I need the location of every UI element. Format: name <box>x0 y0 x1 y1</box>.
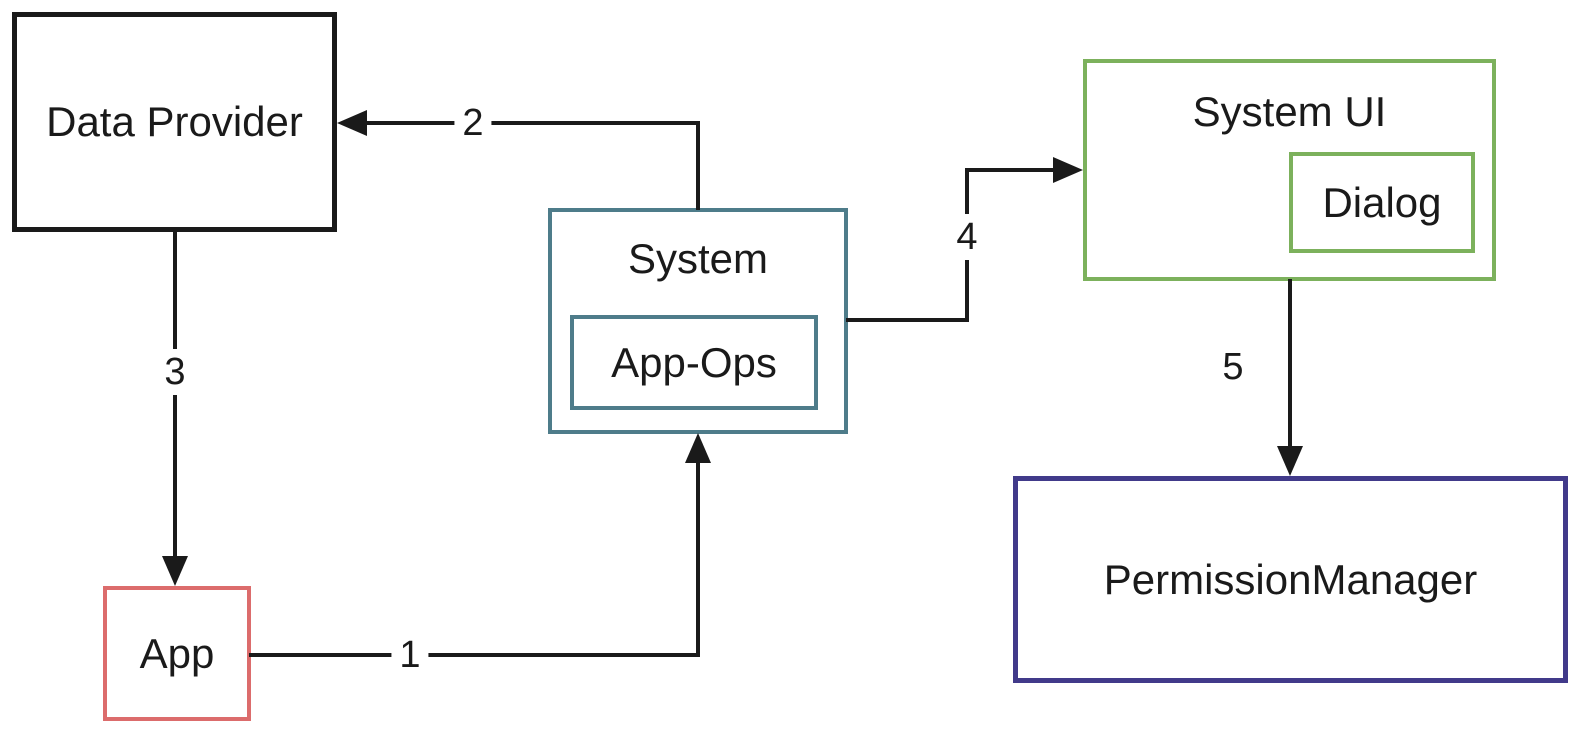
edge-label-1: 1 <box>391 632 429 678</box>
node-system-ui: System UI Dialog <box>1083 59 1496 281</box>
arrow-3-arrowhead-down-icon <box>162 556 188 586</box>
node-app-label: App <box>139 629 215 677</box>
node-permission-manager: PermissionManager <box>1013 476 1568 683</box>
arrow-4-arrowhead-right-icon <box>1053 157 1083 183</box>
node-data-provider-label: Data Provider <box>46 97 303 145</box>
node-system: System App-Ops <box>548 208 848 434</box>
edge-label-4: 4 <box>948 214 986 260</box>
edge-label-3: 3 <box>156 349 194 395</box>
arrow-4-upper-horizontal-segment <box>965 168 1055 172</box>
node-data-provider: Data Provider <box>12 12 337 232</box>
node-app-ops-label: App-Ops <box>611 338 777 386</box>
node-dialog: Dialog <box>1289 152 1475 253</box>
node-system-label: System <box>627 235 769 282</box>
arrow-2-arrowhead-left-icon <box>337 110 367 136</box>
arrow-2-vertical-segment <box>696 123 700 210</box>
node-app-ops: App-Ops <box>570 315 818 410</box>
node-system-ui-label: System UI <box>1192 88 1387 135</box>
arrow-1-arrowhead-up-icon <box>685 433 711 463</box>
arrow-5-arrowhead-down-icon <box>1277 446 1303 476</box>
arrow-1-vertical-segment <box>696 462 700 657</box>
edge-label-5: 5 <box>1222 346 1244 388</box>
edge-label-2: 2 <box>454 100 492 146</box>
arrow-2-horizontal-segment <box>365 121 700 125</box>
arrow-5-vertical-segment <box>1288 279 1292 448</box>
arrow-1-horizontal-segment <box>249 653 700 657</box>
node-permission-manager-label: PermissionManager <box>1103 555 1478 603</box>
node-app: App <box>103 586 251 721</box>
node-dialog-label: Dialog <box>1322 178 1442 226</box>
arrow-4-lower-horizontal-segment <box>846 318 969 322</box>
